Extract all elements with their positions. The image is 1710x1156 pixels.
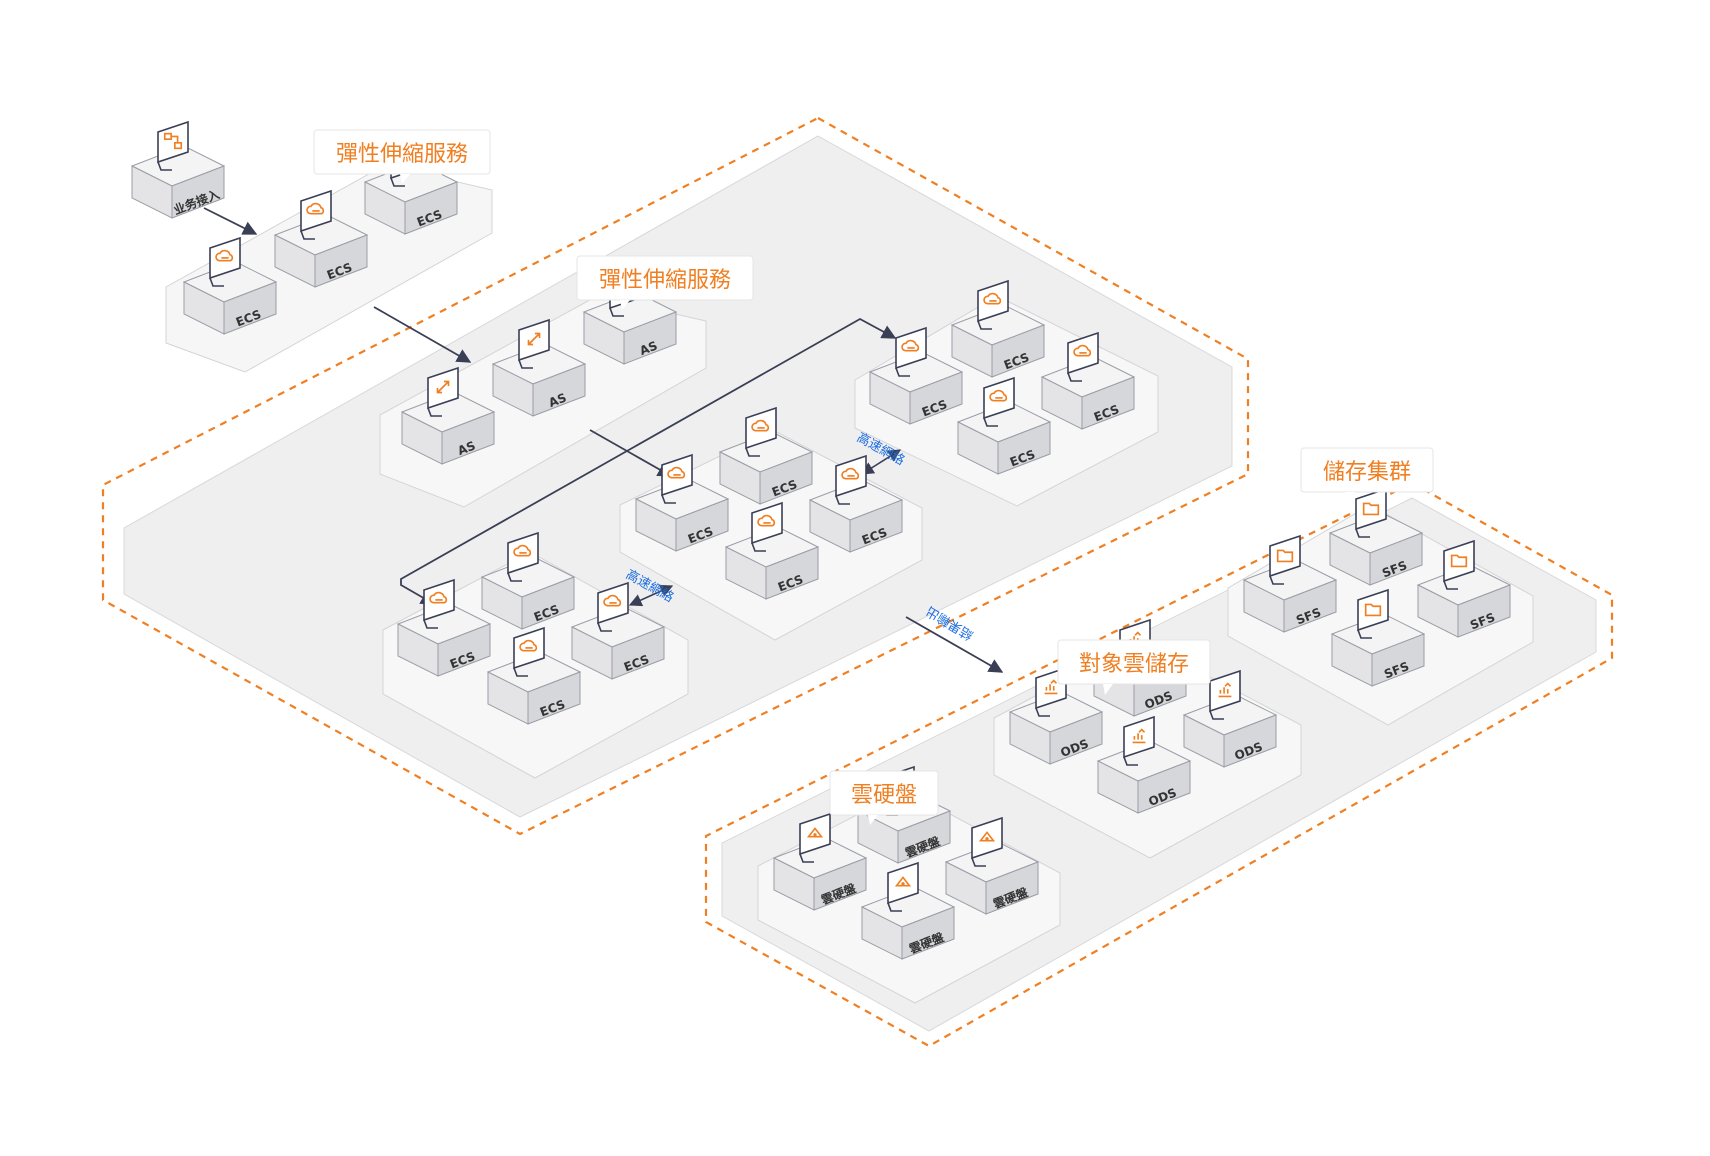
callout-as-top: 彈性伸縮服務	[313, 129, 491, 184]
access-box: 业务接入	[130, 120, 226, 219]
ods-box-3: ODS	[1182, 669, 1278, 768]
as-label: AS	[547, 391, 569, 410]
high-speed-link-left	[628, 584, 674, 607]
right-ecs-box-3: ECS	[1040, 331, 1136, 430]
left-ecs-box-2: ECS	[480, 531, 576, 630]
sfs-box-3: SFS	[1416, 539, 1512, 638]
top-ecs-box-2: ECS	[273, 189, 369, 288]
callout-as-mid-text: 彈性伸縮服務	[599, 268, 731, 293]
callout-storage-text: 儲存集群	[1323, 460, 1411, 485]
result-output-arrow	[905, 616, 1004, 673]
right-ecs-box-1: ECS	[868, 326, 964, 425]
as-label: AS	[638, 339, 660, 358]
monitor-screen	[157, 120, 189, 164]
high-speed-link-right	[860, 449, 902, 475]
sfs-box-1: SFS	[1242, 534, 1338, 633]
evs-box-4: 雲硬盤	[860, 861, 956, 960]
ecs-to-as-arrow	[373, 306, 472, 363]
evs-box-1: 雲硬盤	[772, 812, 868, 911]
right-ecs-box-2: ECS	[950, 279, 1046, 378]
monitor-screen	[1357, 588, 1389, 632]
center-ecs-box-1: ECS	[634, 453, 730, 552]
monitor-screen	[1269, 534, 1301, 578]
callout-as-mid: 彈性伸縮服務	[576, 255, 754, 310]
center-ecs-box-4: ECS	[724, 501, 820, 600]
callout-as-top-text: 彈性伸縮服務	[336, 142, 468, 167]
access-to-ecs-arrow	[203, 207, 258, 235]
monitor-screen	[1123, 715, 1155, 759]
center-ecs-box-2: ECS	[718, 406, 814, 505]
callout-storage: 儲存集群	[1300, 447, 1434, 504]
as-label: AS	[456, 439, 478, 458]
as-box-2: AS	[491, 318, 587, 417]
callout-obs-text: 對象雲儲存	[1079, 652, 1189, 677]
as-distribution-line	[400, 317, 897, 605]
callout-evs-text: 雲硬盤	[851, 783, 917, 808]
callout-obs: 對象雲儲存	[1057, 639, 1211, 695]
left-ecs-box-4: ECS	[486, 626, 582, 725]
left-ecs-box-1: ECS	[396, 578, 492, 677]
compute-region-dashed-border	[101, 116, 1250, 836]
storage-region-dashed-border	[704, 481, 1614, 1048]
monitor-screen	[1209, 669, 1241, 713]
result-output-label: 結果輸出	[924, 603, 976, 643]
server-boxes: 业务接入ECSECSECSASASASECSECSECSECSECSECSECS…	[130, 120, 1512, 960]
callout-evs: 雲硬盤	[829, 770, 939, 825]
as-box-1: AS	[400, 366, 496, 465]
sfs-box-4: SFS	[1330, 588, 1426, 687]
sfs-box-2: SFS	[1328, 487, 1424, 586]
monitor-screen	[1443, 539, 1475, 583]
